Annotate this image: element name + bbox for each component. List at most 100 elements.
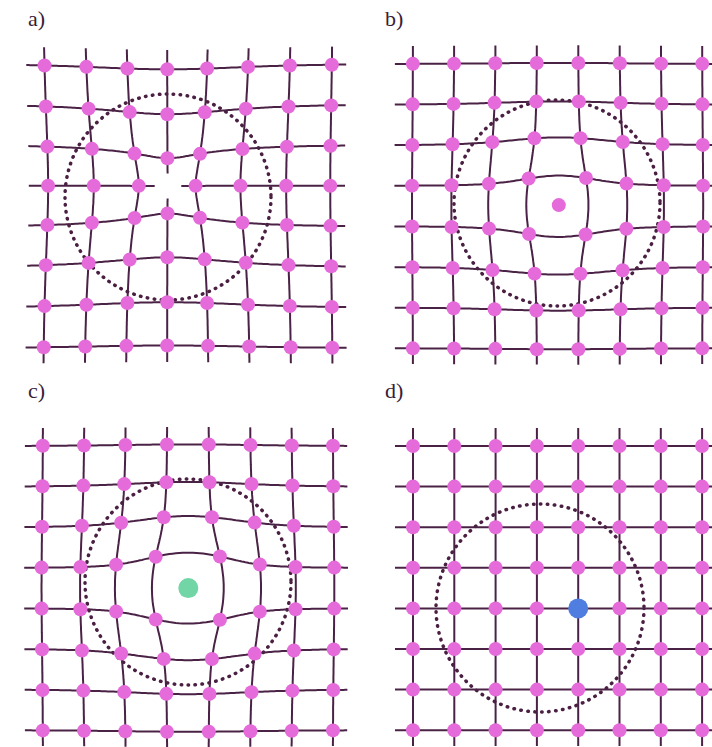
lattice-atom [205, 510, 219, 524]
lattice-atom [654, 480, 668, 494]
lattice-atom [695, 561, 709, 575]
lattice-atom [447, 520, 461, 534]
lattice-atom [235, 216, 249, 230]
lattice-atom [447, 683, 461, 697]
lattice-atom [447, 601, 461, 615]
lattice-atom [446, 261, 460, 275]
lattice-atom [530, 520, 544, 534]
lattice-atom [695, 341, 709, 355]
lattice-atom [482, 177, 496, 191]
lattice-panel [395, 428, 712, 746]
lattice-line [620, 46, 628, 365]
lattice-atom [482, 222, 496, 236]
lattice-atom [36, 439, 50, 453]
lattice-atom [695, 97, 709, 111]
lattice-atom [77, 724, 91, 738]
lattice-line [577, 428, 579, 746]
lattice-atom [530, 723, 544, 737]
lattice-atom [447, 57, 461, 71]
lattice-atom [39, 258, 53, 272]
lattice-line [27, 105, 346, 114]
lattice-atom [527, 131, 541, 145]
lattice-atom [571, 561, 585, 575]
lattice-atom [253, 605, 267, 619]
lattice-atom [35, 642, 49, 656]
panel-label: b) [385, 8, 403, 30]
lattice-atom [289, 602, 303, 616]
lattice-atom [78, 340, 92, 354]
lattice-atom [489, 723, 503, 737]
lattice-atom [79, 60, 93, 74]
lattice-atom [654, 601, 668, 615]
lattice-panel [24, 427, 348, 747]
lattice-atom [160, 107, 174, 121]
lattice-atom [76, 684, 90, 698]
lattice-atom [530, 642, 544, 656]
lattice-atom [406, 601, 420, 615]
lattice-atom [198, 105, 212, 119]
lattice-line [701, 428, 703, 746]
lattice-atom [235, 142, 249, 156]
lattice-atom [616, 135, 630, 149]
lattice-atom [160, 295, 174, 309]
lattice-line [660, 428, 662, 746]
lattice-atom [202, 725, 216, 739]
lattice-atom [242, 340, 256, 354]
lattice-atom [324, 98, 338, 112]
lattice-atom [406, 561, 420, 575]
lattice-atom [73, 560, 87, 574]
lattice-atom [245, 477, 259, 491]
panel-label: a) [28, 8, 45, 30]
lattice-atom [614, 302, 628, 316]
lattice-atom [200, 62, 214, 76]
lattice-atom [614, 96, 628, 110]
lattice-atom [406, 57, 420, 71]
lattice-line [495, 428, 497, 746]
lattice-line [453, 428, 455, 746]
lattice-atom [109, 558, 123, 572]
lattice-atom [82, 256, 96, 270]
lattice-atom [284, 340, 298, 354]
lattice-atom [447, 439, 461, 453]
lattice-atom [159, 687, 173, 701]
lattice-line [26, 302, 346, 307]
lattice-atom [656, 261, 670, 275]
lattice-atom [445, 220, 459, 234]
lattice-atom [75, 519, 89, 533]
lattice-atom [326, 439, 340, 453]
lattice-atom [160, 62, 174, 76]
lattice-line [536, 428, 538, 746]
lattice-atom [243, 438, 257, 452]
lattice-atom [654, 723, 668, 737]
lattice-atom [160, 437, 174, 451]
lattice-atom [613, 561, 627, 575]
lattice-atom [127, 147, 141, 161]
lattice-atom [613, 342, 627, 356]
lattice-line [196, 49, 209, 362]
lattice-atom [248, 516, 262, 530]
lattice-line [126, 49, 139, 362]
lattice-atom [243, 724, 257, 738]
lattice-atom [114, 647, 128, 661]
lattice-atom [109, 605, 123, 619]
lattice-atom [530, 439, 544, 453]
lattice-atom [123, 252, 137, 266]
lattice-atom [522, 227, 536, 241]
lattice-atom [485, 135, 499, 149]
lattice-atom [149, 550, 163, 564]
lattice-atom [213, 549, 227, 563]
lattice-atom [571, 480, 585, 494]
lattice-atom [529, 303, 543, 317]
lattice-atom [40, 140, 54, 154]
lattice-atom [160, 250, 174, 264]
lattice-atom [289, 560, 303, 574]
lattice-atom [120, 62, 134, 76]
lattice-atom [654, 439, 668, 453]
lattice-atom [37, 340, 51, 354]
lattice-atom [241, 60, 255, 74]
lattice-atom [613, 56, 627, 70]
lattice-atom [324, 139, 338, 153]
lattice-line [28, 146, 345, 159]
lattice-atom [528, 267, 542, 281]
